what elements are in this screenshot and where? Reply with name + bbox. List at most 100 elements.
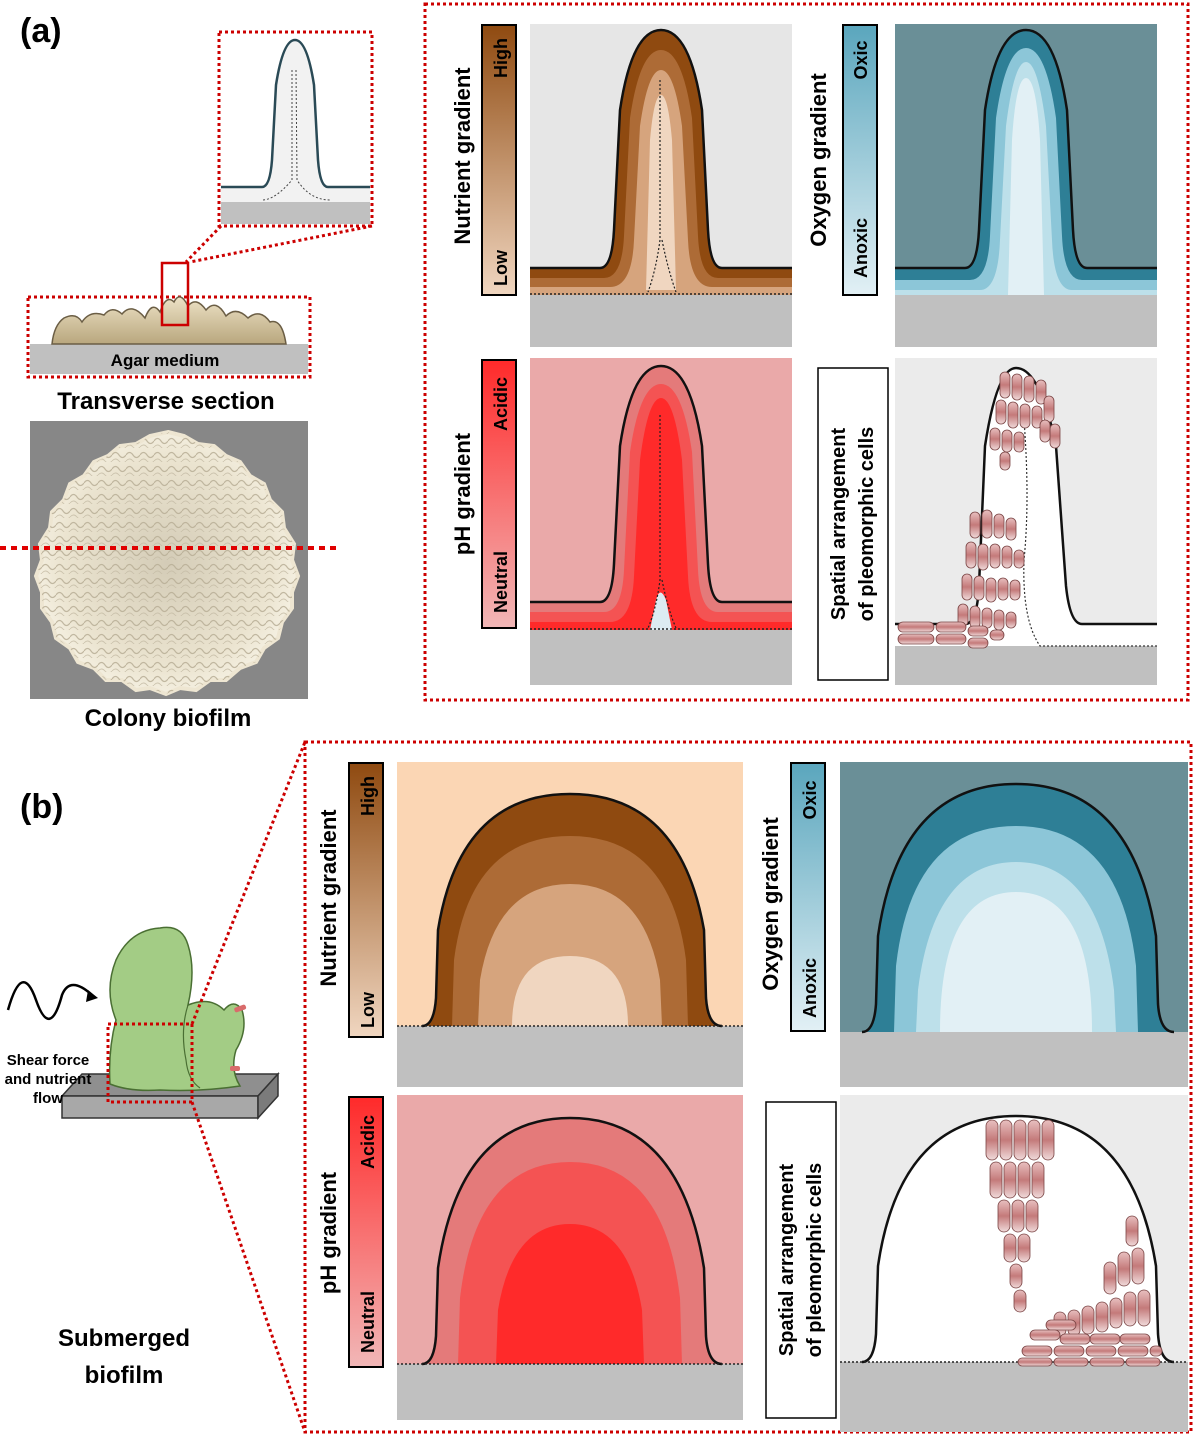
cell	[1119, 1333, 1151, 1345]
panel-b-spatial-caption: Spatial arrangement of pleomorphic cells	[765, 1101, 837, 1419]
panel-a-nutrient-high: High	[491, 38, 511, 78]
cell	[1017, 1161, 1031, 1199]
cell	[1095, 1301, 1109, 1333]
panel-a-ph-acidic: Acidic	[491, 377, 511, 431]
cell	[969, 511, 981, 539]
panel-a-spatial-arrangement	[895, 358, 1157, 685]
cell	[1149, 1345, 1163, 1357]
cell	[1045, 1319, 1077, 1331]
cell	[935, 621, 967, 633]
panel-b-ph-gradient	[397, 1095, 743, 1420]
cell	[1125, 1357, 1161, 1367]
panel-b-oxygen-title: Oxygen gradient	[758, 817, 783, 991]
panel-b-nutrient-high: High	[358, 776, 378, 816]
panel-b-spatial-line1: Spatial arrangement	[776, 1164, 798, 1357]
shear-force-line2: and nutrient	[5, 1071, 92, 1088]
submerged-caption-line2: biofilm	[85, 1362, 164, 1389]
cell	[1035, 379, 1047, 405]
cell	[1007, 401, 1019, 429]
cell	[989, 543, 1001, 569]
panel-a-oxygen-anoxic: Anoxic	[851, 218, 871, 278]
panel-b-ph-neutral: Neutral	[358, 1291, 378, 1353]
panel-b-oxygen-anoxic: Anoxic	[800, 958, 820, 1018]
cell	[997, 1199, 1011, 1233]
cell	[1021, 1345, 1053, 1357]
transverse-section: Agar medium	[26, 261, 312, 379]
cell	[1059, 1333, 1091, 1345]
cell	[1011, 373, 1023, 401]
cell	[1103, 1261, 1117, 1295]
cell	[1089, 1333, 1121, 1345]
panel-b-label: (b)	[20, 788, 63, 826]
cell	[967, 637, 989, 649]
cell	[993, 513, 1005, 539]
cell	[1013, 1289, 1027, 1313]
cell	[981, 509, 993, 539]
cell	[1025, 1199, 1039, 1233]
panel-b-nutrient-gradient	[397, 762, 743, 1087]
cell	[965, 541, 977, 569]
colony-biofilm-caption: Colony biofilm	[85, 705, 252, 732]
cell	[1117, 1345, 1149, 1357]
shear-force-line3: flow	[33, 1090, 63, 1107]
cell	[969, 605, 981, 629]
cell	[1031, 1161, 1045, 1199]
inset-cross-section	[217, 30, 374, 228]
panel-a-spatial-line1: Spatial arrangement	[828, 428, 850, 621]
cell	[993, 609, 1005, 631]
panel-a-label: (a)	[20, 12, 62, 50]
cell	[967, 625, 989, 637]
cell	[1001, 429, 1013, 453]
panel-b-ph-title: pH gradient	[316, 1171, 341, 1294]
cell	[999, 1119, 1013, 1161]
submerged-biofilm-illustration: Shear force and nutrient flow	[5, 926, 280, 1120]
submerged-caption-line1: Submerged	[58, 1325, 190, 1352]
cell	[1005, 611, 1017, 629]
zoom-line-b-bottom	[190, 1101, 307, 1433]
cell	[1123, 1291, 1137, 1327]
cell	[981, 607, 993, 629]
cell	[1043, 395, 1055, 423]
cell	[1001, 545, 1013, 569]
cell	[1023, 375, 1035, 403]
cell	[1117, 1251, 1131, 1287]
cell	[1011, 1199, 1025, 1233]
panel-b-spatial-line2: of pleomorphic cells	[804, 1163, 826, 1357]
cell	[1085, 1345, 1117, 1357]
cell	[1019, 403, 1031, 429]
panel-a-spatial-caption: Spatial arrangement of pleomorphic cells	[817, 367, 889, 681]
cell	[1125, 1215, 1139, 1247]
cell	[1017, 1233, 1031, 1263]
cell	[999, 451, 1011, 471]
shear-force-line1: Shear force	[7, 1052, 90, 1069]
transverse-section-caption: Transverse section	[57, 388, 274, 415]
panel-b-oxygen-oxic: Oxic	[800, 780, 820, 819]
cell	[999, 371, 1011, 399]
cell	[1029, 1329, 1061, 1341]
cell	[897, 633, 935, 645]
panel-a-nutrient-gradient	[530, 24, 792, 347]
panel-b-nutrient-low: Low	[358, 991, 378, 1028]
cell	[1049, 423, 1061, 449]
cell	[1013, 1119, 1027, 1161]
cell	[973, 575, 985, 601]
cell	[1009, 579, 1021, 601]
cell	[977, 543, 989, 571]
cell	[1053, 1345, 1085, 1357]
panel-a-ph-gradient	[530, 358, 792, 685]
cell	[961, 573, 973, 601]
cell	[1027, 1119, 1041, 1161]
cell	[935, 633, 967, 645]
cell	[1031, 405, 1043, 429]
cell	[989, 1161, 1003, 1199]
cell	[1131, 1247, 1145, 1285]
panel-b-ph-legend: pH gradient Acidic Neutral	[316, 1096, 384, 1368]
cell	[1137, 1289, 1151, 1327]
panel-a-ph-neutral: Neutral	[491, 551, 511, 613]
cell	[989, 427, 1001, 451]
panel-b-ph-acidic: Acidic	[358, 1115, 378, 1169]
panel-a-nutrient-title: Nutrient gradient	[450, 67, 475, 245]
panel-a-spatial-line2: of pleomorphic cells	[856, 427, 878, 621]
cell	[1013, 431, 1025, 453]
